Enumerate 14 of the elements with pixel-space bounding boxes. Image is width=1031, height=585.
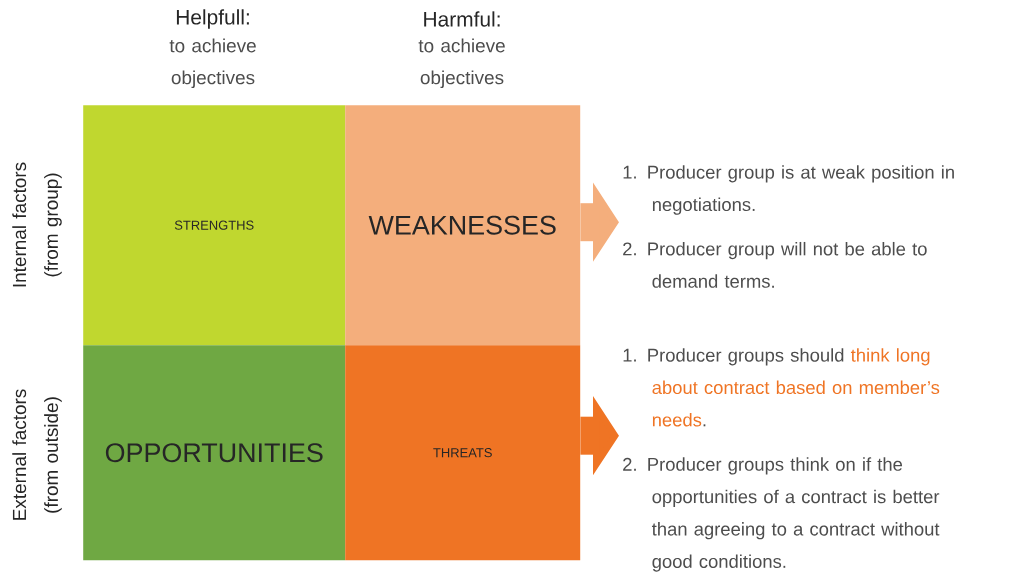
list-item: 1. Producer group is at weak position in negotiations. bbox=[623, 165, 954, 215]
column-header: Helpfull: bbox=[176, 9, 249, 29]
row-header: External factors (from outside) bbox=[12, 389, 62, 520]
list-item: 2. Producer groups think on if the opportunities of a contract is better than agreeing to a contract without good conditions. bbox=[623, 457, 940, 572]
list-item: 2. Producer group will not be able to demand terms. bbox=[623, 241, 927, 288]
quadrant-box: WEAKNESSES bbox=[345, 105, 581, 346]
column-subheader: to achieve objectives bbox=[418, 38, 505, 89]
list-item: 1. Producer groups should think long about contract based on member’s needs. bbox=[623, 348, 940, 427]
column-header: Harmful: bbox=[424, 11, 500, 27]
quadrant-box: STRENGTHS bbox=[83, 105, 346, 346]
column-subheader: to achieve objectives bbox=[169, 38, 256, 89]
quadrant-box: THREATS bbox=[345, 345, 581, 561]
quadrant-box: OPPORTUNITIES bbox=[83, 345, 346, 561]
row-header: Internal factors (from group) bbox=[12, 162, 62, 287]
